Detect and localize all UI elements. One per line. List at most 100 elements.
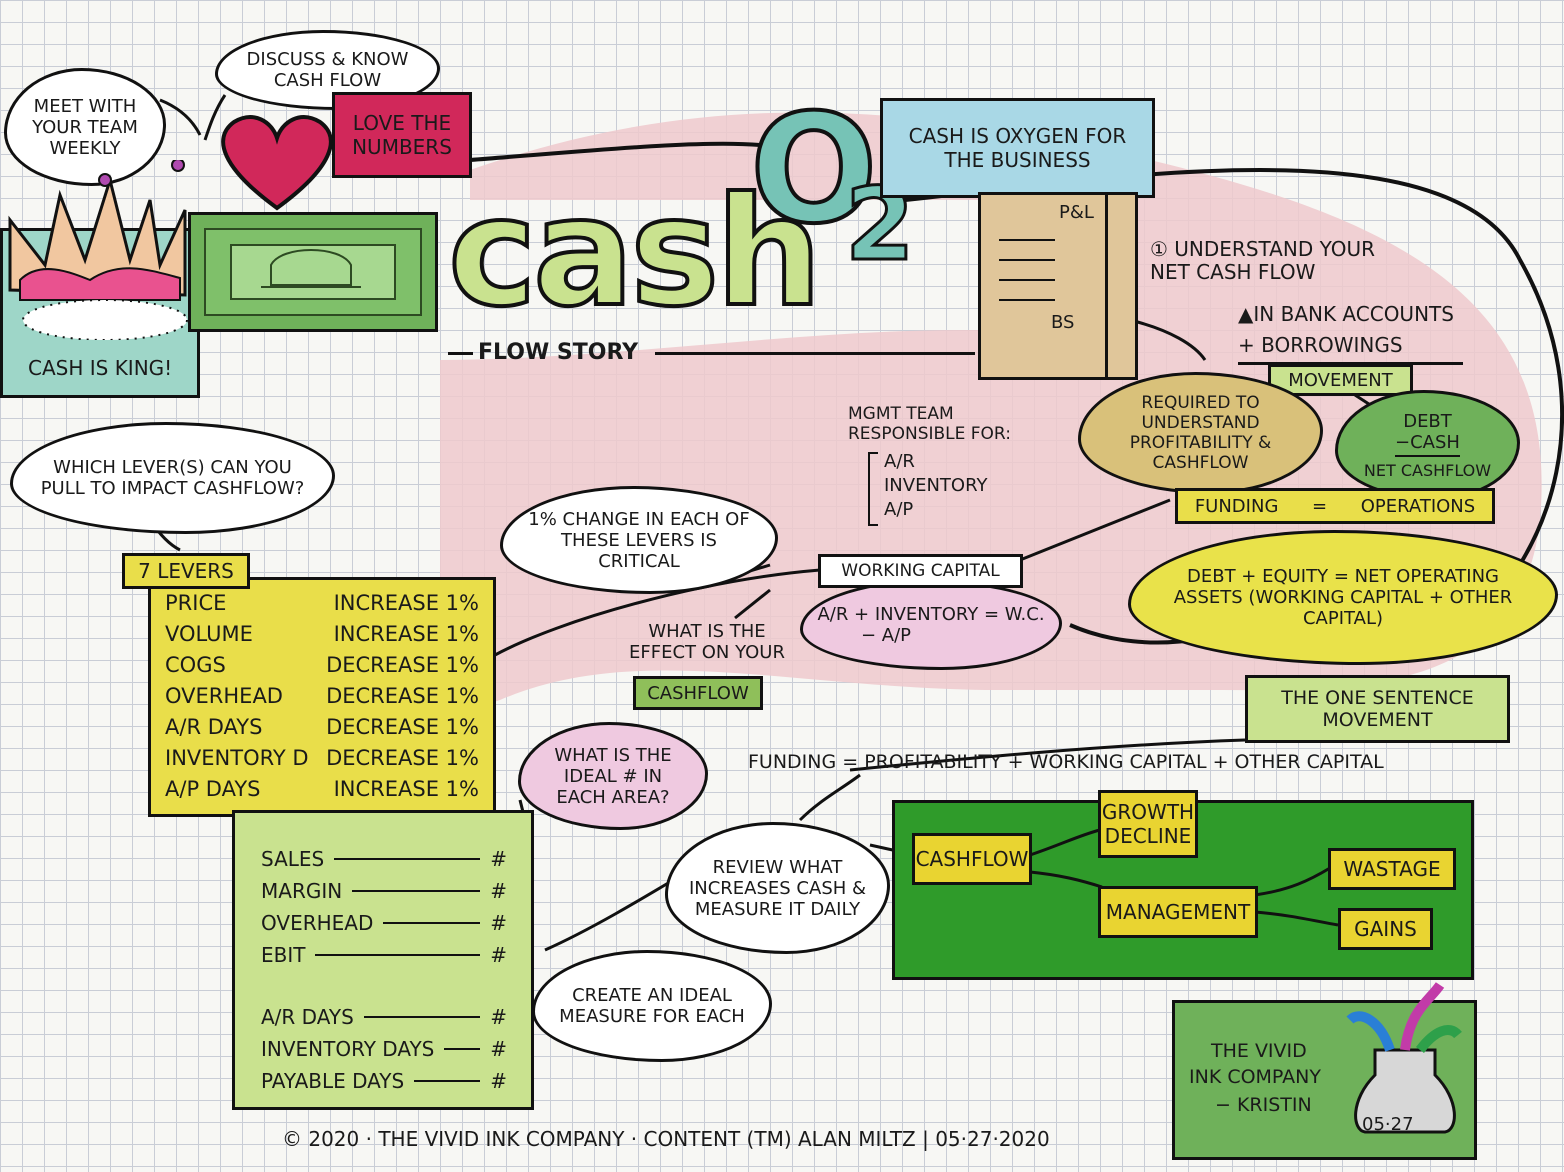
metric-row: A/R DAYS# — [261, 1001, 507, 1033]
one-sentence-text: THE ONE SENTENCE MOVEMENT — [1281, 687, 1474, 731]
lever-name: OVERHEAD — [165, 684, 283, 708]
review-text: REVIEW WHAT INCREASES CASH & MEASURE IT … — [688, 856, 867, 920]
metric-name: PAYABLE DAYS — [261, 1069, 405, 1093]
required-cloud: REQUIRED TO UNDERSTAND PROFITABILITY & C… — [1078, 372, 1323, 494]
debt-equity-cloud: DEBT + EQUITY = NET OPERATING ASSETS (WO… — [1128, 530, 1558, 665]
cash-title: cash — [446, 166, 824, 340]
lever-row: COGS DECREASE 1% — [165, 650, 479, 681]
metric-symbol: # — [490, 879, 507, 903]
one-pct-text: 1% CHANGE IN EACH OF THESE LEVERS IS CRI… — [528, 508, 750, 572]
lever-change: DECREASE 1% — [326, 715, 479, 739]
which-levers-cloud: WHICH LEVER(S) CAN YOU PULL TO IMPACT CA… — [10, 422, 335, 534]
ideal-num-cloud: WHAT IS THE IDEAL # IN EACH AREA? — [518, 722, 708, 830]
lever-name: VOLUME — [165, 622, 253, 646]
net-cashflow-text: NET CASHFLOW — [1363, 460, 1492, 480]
signature-line3: − KRISTIN — [1215, 1094, 1312, 1116]
metric-symbol: # — [490, 911, 507, 935]
pl-line — [999, 259, 1055, 261]
signature-line1: THE VIVID — [1211, 1040, 1307, 1062]
crown-icon — [8, 160, 188, 340]
metric-symbol: # — [490, 943, 507, 967]
meet-team-cloud: MEET WITH YOUR TEAM WEEKLY — [4, 68, 166, 186]
flow-story-line-right — [655, 352, 975, 355]
working-capital-cloud: A/R + INVENTORY = W.C. − A/P — [800, 580, 1062, 670]
metrics-group-days: A/R DAYS# INVENTORY DAYS # PAYABLE DAYS # — [261, 1001, 507, 1097]
heart-icon — [221, 115, 333, 211]
metric-blank-line — [334, 858, 481, 860]
metric-name: OVERHEAD — [261, 911, 374, 935]
lever-name: A/P DAYS — [165, 777, 261, 801]
metric-blank-line — [315, 954, 481, 956]
lever-change: DECREASE 1% — [326, 653, 479, 677]
metric-row: PAYABLE DAYS # — [261, 1065, 507, 1097]
metric-name: MARGIN — [261, 879, 343, 903]
statement-doc: P&L BS — [978, 192, 1138, 380]
metric-row: INVENTORY DAYS # — [261, 1033, 507, 1065]
ideal-num-text: WHAT IS THE IDEAL # IN EACH AREA? — [554, 744, 672, 808]
metric-symbol: # — [490, 1069, 507, 1093]
pl-line — [999, 299, 1055, 301]
metric-row: EBIT # — [261, 939, 507, 971]
discuss-text: DISCUSS & KNOW CASH FLOW — [246, 49, 409, 91]
mgmt-item-inventory: INVENTORY — [884, 475, 988, 496]
levers-label-box: 7 LEVERS — [122, 553, 250, 589]
metric-blank-line — [363, 1016, 481, 1018]
lever-change: INCREASE 1% — [333, 777, 479, 801]
oxygen-text: CASH IS OXYGEN FOR THE BUSINESS — [908, 124, 1127, 172]
lever-change: INCREASE 1% — [333, 591, 479, 615]
wc-line1: A/R + INVENTORY = W.C. — [817, 604, 1045, 625]
net-cashflow-cloud: DEBT −CASH NET CASHFLOW — [1335, 390, 1520, 500]
metric-name: INVENTORY DAYS — [261, 1037, 435, 1061]
arrow-wc-effect — [734, 588, 771, 620]
operations-label: OPERATIONS — [1360, 495, 1476, 517]
lever-name: COGS — [165, 653, 226, 677]
levers-label: 7 LEVERS — [138, 559, 234, 583]
metric-blank-line — [444, 1048, 481, 1050]
flow-management: MANAGEMENT — [1098, 886, 1258, 938]
o2-symbol: O — [748, 83, 880, 257]
bs-fold — [1105, 195, 1108, 377]
funding-equation: FUNDING = PROFITABILITY + WORKING CAPITA… — [748, 751, 1384, 773]
metric-blank-line — [383, 922, 481, 924]
review-cloud: REVIEW WHAT INCREASES CASH & MEASURE IT … — [665, 822, 890, 954]
which-levers-text: WHICH LEVER(S) CAN YOU PULL TO IMPACT CA… — [40, 457, 305, 499]
lever-change: DECREASE 1% — [326, 684, 479, 708]
metric-name: EBIT — [261, 943, 306, 967]
metric-row: MARGIN # — [261, 875, 507, 907]
cloud-tail-meet — [159, 98, 202, 136]
love-numbers-box: LOVE THE NUMBERS — [332, 92, 472, 178]
cloud-tail-discuss — [203, 94, 227, 141]
dollar-bill — [188, 212, 438, 332]
lever-change: DECREASE 1% — [326, 746, 479, 770]
metric-symbol: # — [490, 847, 507, 871]
required-text: REQUIRED TO UNDERSTAND PROFITABILITY & C… — [1129, 393, 1272, 473]
effect-cashflow-box: CASHFLOW — [633, 676, 763, 710]
bs-label: BS — [1051, 312, 1075, 333]
flow-story-line-left — [448, 352, 473, 355]
funding-eq: = — [1312, 495, 1328, 517]
wc-line2: − A/P — [860, 625, 912, 646]
vase-icon — [1346, 982, 1462, 1134]
funding-operations-box: FUNDING = OPERATIONS — [1175, 488, 1495, 524]
funding-label: FUNDING — [1194, 495, 1279, 517]
metrics-box: SALES#MARGIN#OVERHEAD#EBIT# A/R DAYS#INV… — [232, 810, 534, 1110]
lever-change: INCREASE 1% — [333, 622, 479, 646]
metric-name: SALES — [261, 847, 325, 871]
capitol-icon — [204, 228, 422, 316]
cash-text: −CASH — [1395, 432, 1460, 457]
cash-king-text: CASH IS KING! — [28, 356, 173, 380]
meet-team-text: MEET WITH YOUR TEAM WEEKLY — [32, 95, 138, 159]
metric-blank-line — [352, 890, 481, 892]
link-bs-required — [1129, 318, 1207, 361]
mgmt-bracket — [868, 452, 878, 526]
metric-name: A/R DAYS — [261, 1005, 354, 1029]
lever-row: VOLUME INCREASE 1% — [165, 619, 479, 650]
metric-symbol: # — [490, 1037, 507, 1061]
borrowings-line: + BORROWINGS — [1238, 333, 1403, 357]
